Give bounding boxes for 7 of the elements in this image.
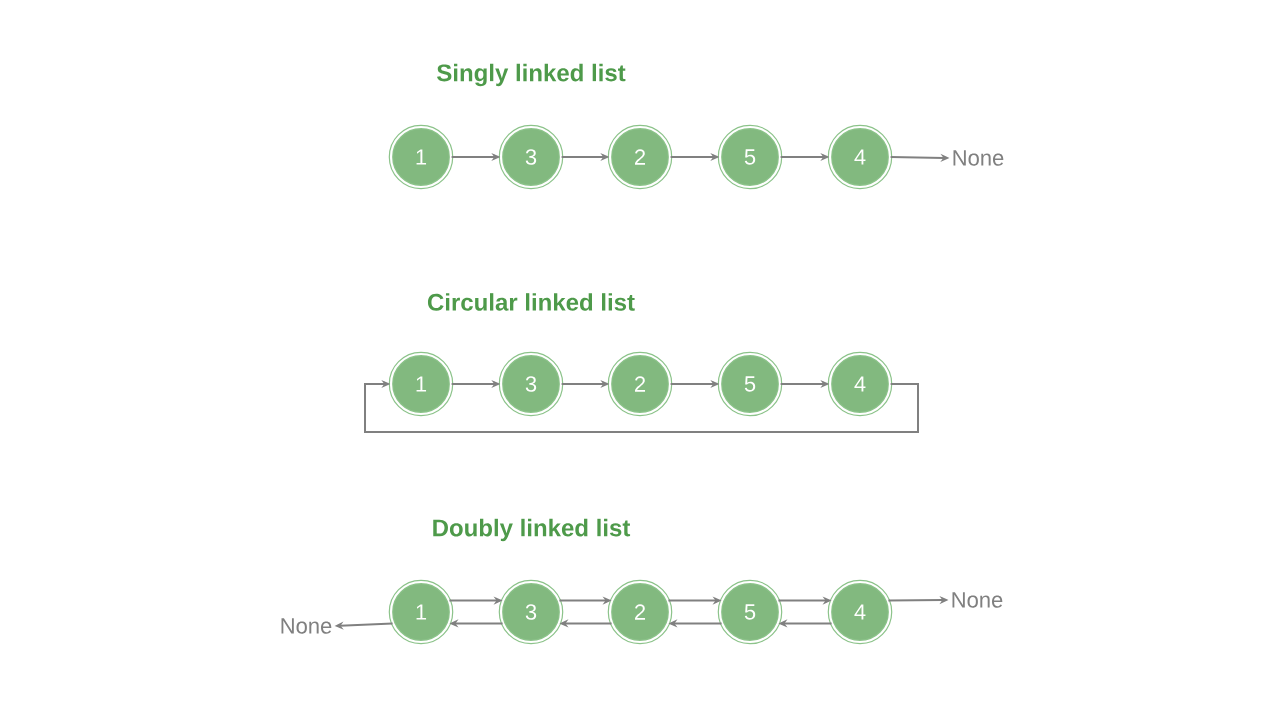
list-title: Doubly linked list xyxy=(433,518,631,542)
arrow xyxy=(364,379,919,433)
list-title: Circular linked list xyxy=(427,293,635,311)
none-text: None xyxy=(953,150,1004,166)
list-title: Singly linked list xyxy=(437,63,626,87)
none-text: None xyxy=(281,618,332,634)
none-text: None xyxy=(952,592,1003,608)
